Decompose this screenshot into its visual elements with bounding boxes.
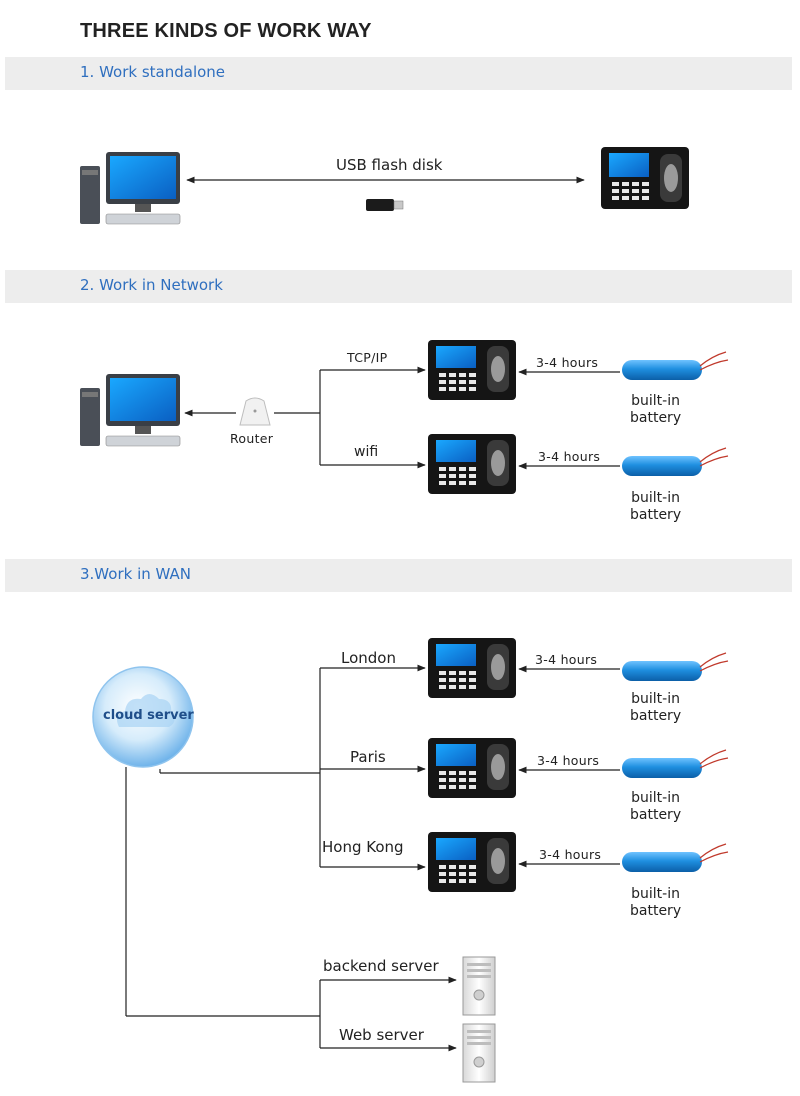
usb-link-label: USB flash disk	[336, 156, 443, 174]
server-icon	[462, 1023, 496, 1083]
battery-label: built-in battery	[630, 790, 682, 823]
section-bar-standalone: 1. Work standalone	[5, 57, 792, 90]
battery-label: built-in battery	[630, 886, 682, 919]
battery-icon	[622, 447, 729, 476]
branch-label-hong-kong: Hong Kong	[322, 838, 404, 856]
usb-drive-icon	[366, 199, 404, 211]
router-label: Router	[230, 431, 274, 446]
terminal-icon	[428, 832, 516, 892]
cloud-server-label: cloud server	[103, 708, 194, 723]
battery-label: built-in battery	[630, 393, 682, 426]
battery-icon	[622, 843, 729, 872]
terminal-icon	[601, 147, 689, 209]
battery-icon	[622, 652, 729, 681]
terminal-icon	[428, 340, 516, 400]
section-heading-network: 2. Work in Network	[80, 276, 223, 294]
section-bar-wan: 3.Work in WAN	[5, 559, 792, 592]
server-icon	[462, 956, 496, 1016]
battery-time-label: 3-4 hours	[535, 652, 598, 667]
cloud-icon	[92, 666, 194, 768]
battery-time-label: 3-4 hours	[538, 449, 601, 464]
desktop-pc-icon	[80, 152, 181, 225]
section-bar-network: 2. Work in Network	[5, 270, 792, 303]
branch-label-wifi: wifi	[354, 444, 379, 460]
backend-server-label: backend server	[323, 957, 439, 975]
branch-label-tcpip: TCP/IP	[347, 350, 388, 365]
battery-time-label: 3-4 hours	[537, 753, 600, 768]
battery-icon	[622, 351, 729, 380]
router-icon	[239, 397, 271, 426]
terminal-icon	[428, 638, 516, 698]
battery-time-label: 3-4 hours	[539, 847, 602, 862]
section-heading-standalone: 1. Work standalone	[80, 63, 226, 81]
desktop-pc-icon	[80, 374, 181, 447]
page-title: THREE KINDS OF WORK WAY	[80, 20, 372, 42]
terminal-icon	[428, 738, 516, 798]
battery-label: built-in battery	[630, 490, 682, 523]
branch-label-london: London	[341, 649, 396, 667]
web-server-label: Web server	[339, 1026, 424, 1044]
terminal-icon	[428, 434, 516, 494]
battery-time-label: 3-4 hours	[536, 355, 599, 370]
battery-icon	[622, 749, 729, 778]
branch-label-paris: Paris	[350, 748, 386, 766]
battery-label: built-in battery	[630, 691, 682, 724]
section-heading-wan: 3.Work in WAN	[80, 565, 191, 583]
